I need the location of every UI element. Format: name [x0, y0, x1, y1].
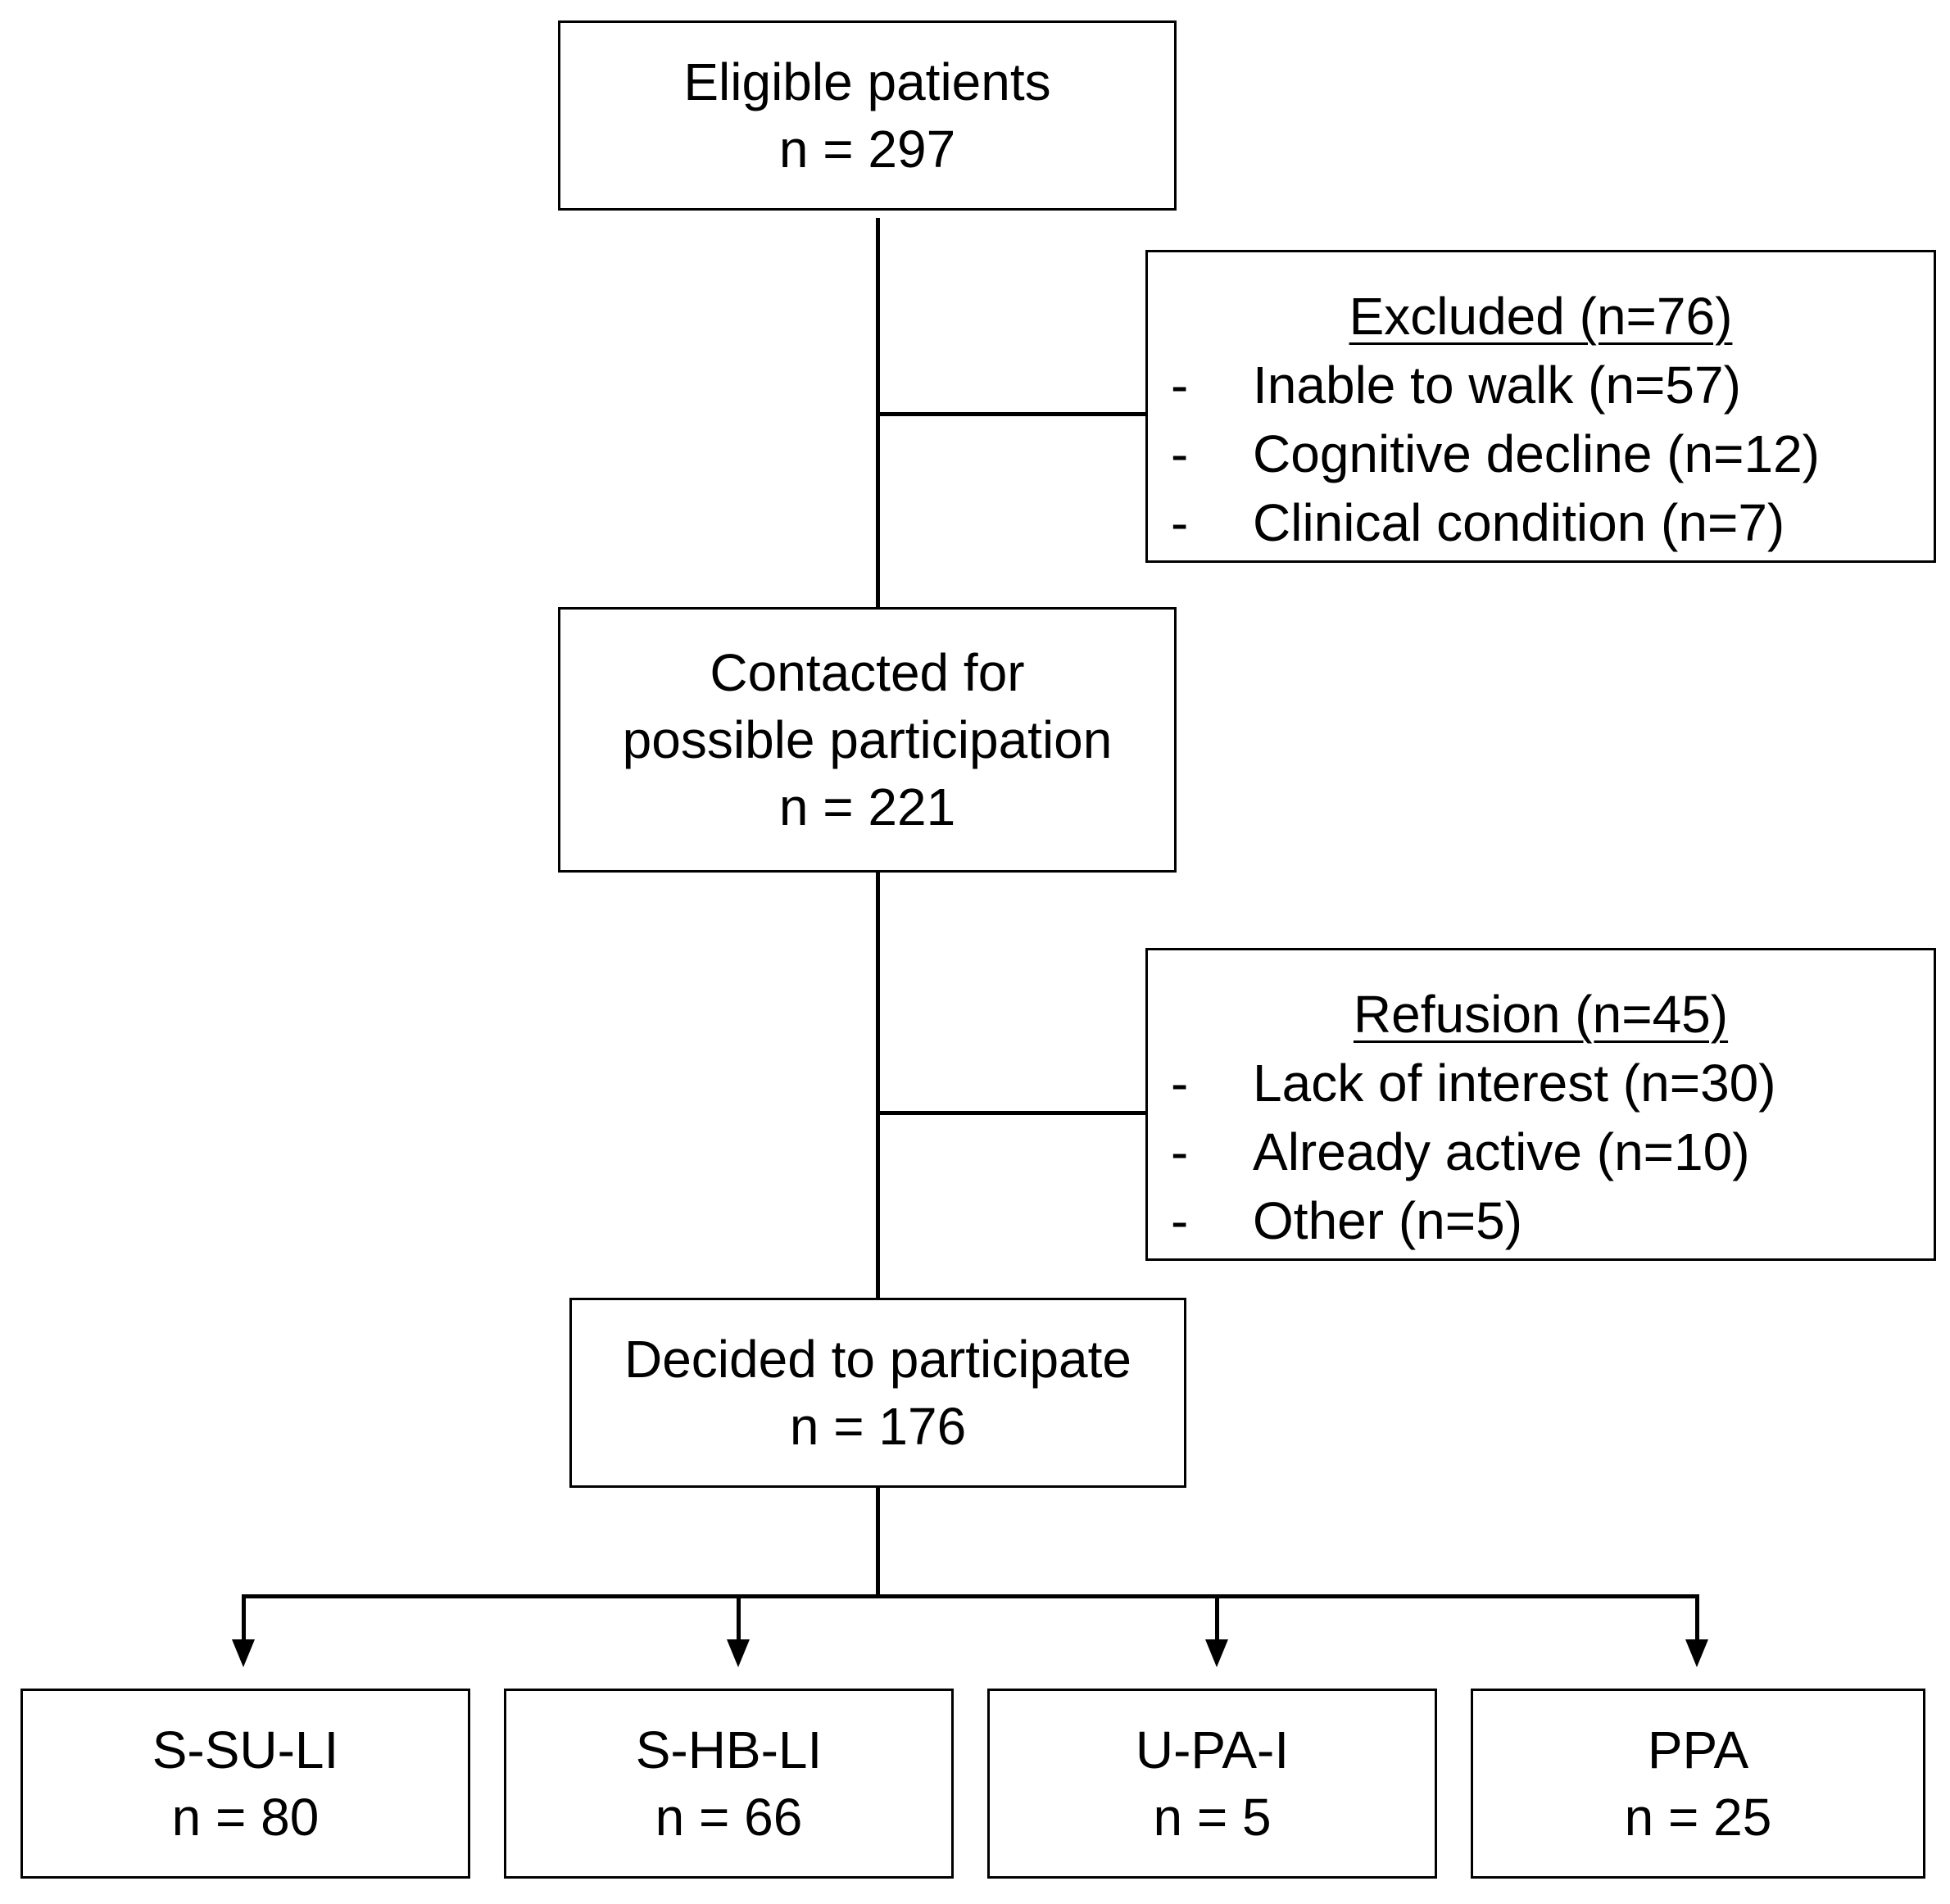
connector-contacted-to-decided — [876, 873, 880, 1299]
excluded-reason: Cognitive decline (n=12) — [1253, 424, 1820, 483]
list-item: - Other (n=5) — [1148, 1186, 1934, 1255]
bullet-dash: - — [1171, 493, 1189, 552]
connector-to-refusion — [876, 1111, 1146, 1115]
branch-line-group-2 — [737, 1594, 741, 1642]
group-box-s-hb-li: S-HB-LI n = 66 — [504, 1689, 954, 1879]
group-name: PPA — [1647, 1720, 1749, 1779]
eligible-count: n = 297 — [778, 120, 956, 179]
contacted-box: Contacted for possible participation n =… — [558, 607, 1177, 873]
branch-line-group-3 — [1215, 1594, 1219, 1642]
contacted-label-line2: possible participation — [622, 710, 1113, 769]
arrow-down-icon — [232, 1639, 255, 1667]
decided-label: Decided to participate — [624, 1330, 1132, 1389]
excluded-reason: Inable to walk (n=57) — [1253, 356, 1741, 415]
group-name: U-PA-I — [1135, 1720, 1290, 1779]
eligible-label: Eligible patients — [683, 52, 1051, 111]
branch-line-group-4 — [1695, 1594, 1699, 1642]
group-name: S-HB-LI — [635, 1720, 823, 1779]
contacted-count: n = 221 — [778, 777, 956, 836]
refusion-reason: Other (n=5) — [1253, 1191, 1523, 1250]
list-item: - Already active (n=10) — [1148, 1117, 1934, 1186]
refusion-heading: Refusion (n=45) — [1353, 985, 1729, 1044]
decided-box: Decided to participate n = 176 — [569, 1298, 1186, 1488]
arrow-down-icon — [1205, 1639, 1228, 1667]
excluded-heading: Excluded (n=76) — [1349, 287, 1733, 346]
excluded-box: Excluded (n=76) - Inable to walk (n=57) … — [1145, 250, 1936, 563]
connector-decided-down — [876, 1486, 880, 1598]
refusion-reason: Lack of interest (n=30) — [1253, 1054, 1776, 1113]
arrow-down-icon — [1685, 1639, 1708, 1667]
group-count: n = 66 — [655, 1788, 803, 1847]
decided-count: n = 176 — [789, 1397, 967, 1456]
bullet-dash: - — [1171, 356, 1189, 415]
refusion-box: Refusion (n=45) - Lack of interest (n=30… — [1145, 948, 1936, 1261]
bullet-dash: - — [1171, 1054, 1189, 1113]
bullet-dash: - — [1171, 424, 1189, 483]
refusion-reason: Already active (n=10) — [1253, 1122, 1750, 1181]
group-name: S-SU-LI — [152, 1720, 339, 1779]
contacted-label-line1: Contacted for — [710, 643, 1025, 702]
list-item: - Lack of interest (n=30) — [1148, 1049, 1934, 1117]
list-item: - Cognitive decline (n=12) — [1148, 419, 1934, 488]
arrow-down-icon — [727, 1639, 750, 1667]
group-box-ppa: PPA n = 25 — [1471, 1689, 1925, 1879]
group-count: n = 80 — [171, 1788, 320, 1847]
bullet-dash: - — [1171, 1191, 1189, 1250]
group-count: n = 5 — [1153, 1788, 1272, 1847]
list-item: - Clinical condition (n=7) — [1148, 488, 1934, 557]
list-item: - Inable to walk (n=57) — [1148, 351, 1934, 419]
group-count: n = 25 — [1624, 1788, 1772, 1847]
branch-line-group-1 — [242, 1594, 246, 1642]
eligible-patients-box: Eligible patients n = 297 — [558, 20, 1177, 211]
group-box-u-pa-i: U-PA-I n = 5 — [987, 1689, 1437, 1879]
bullet-dash: - — [1171, 1122, 1189, 1181]
group-box-s-su-li: S-SU-LI n = 80 — [20, 1689, 470, 1879]
connector-horizontal-branch — [242, 1594, 1699, 1598]
excluded-reason: Clinical condition (n=7) — [1253, 493, 1785, 552]
connector-to-excluded — [876, 412, 1146, 416]
